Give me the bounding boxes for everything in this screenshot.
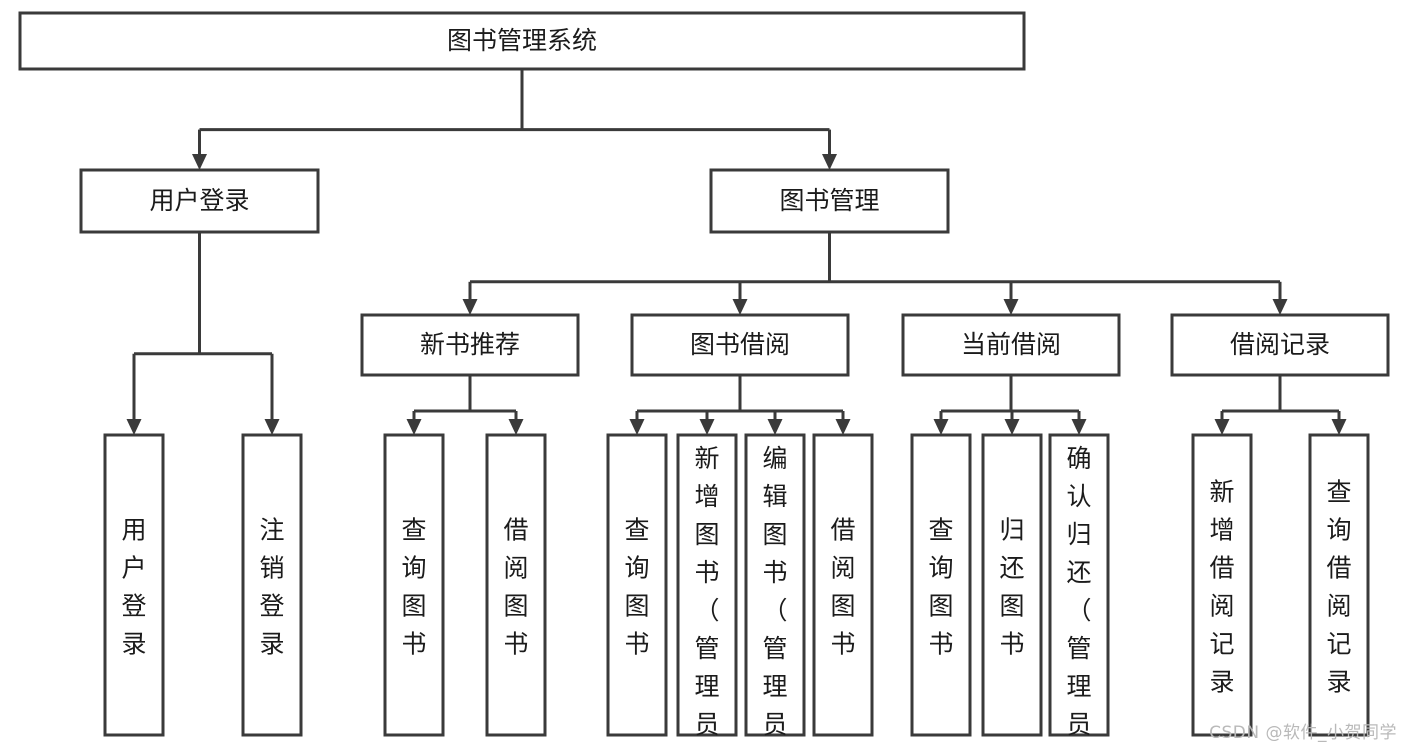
node-borrow-record[interactable]: 借阅记录 [1170,313,1390,377]
node-leaf-user-login[interactable]: 用户登录 [103,433,165,737]
node-label-leaf-borrow-book-2: 借阅图书 [830,516,855,659]
node-box-leaf-confirm-return [1048,433,1110,737]
node-box-leaf-return-book [981,433,1043,737]
node-box-root [18,11,1026,71]
node-leaf-borrow-book-1[interactable]: 借阅图书 [485,433,547,737]
node-label-book-borrow: 图书借阅 [690,330,790,359]
watermark: CSDN @软件_小贺同学 [1209,723,1397,743]
node-box-leaf-user-login [103,433,165,737]
node-label-root: 图书管理系统 [447,26,597,55]
node-box-leaf-logout [241,433,303,737]
node-leaf-query-record[interactable]: 查询借阅记录 [1308,433,1370,737]
node-leaf-add-book[interactable]: 新增图书（管理员） [676,433,738,747]
node-label-book-manage: 图书管理 [779,186,879,215]
edge-group-new-book-rec [406,375,524,435]
node-label-leaf-borrow-book-1: 借阅图书 [503,516,528,659]
node-leaf-return-book[interactable]: 归还图书 [981,433,1043,737]
edge-group-book-borrow [629,375,851,435]
node-box-leaf-query-record [1308,433,1370,737]
node-leaf-add-record[interactable]: 新增借阅记录 [1191,433,1253,737]
node-label-borrow-record: 借阅记录 [1230,330,1330,359]
node-leaf-edit-book[interactable]: 编辑图书（管理员） [744,433,806,747]
node-leaf-query-book-3[interactable]: 查询图书 [910,433,972,737]
node-label-leaf-confirm-return: 确认归还（管理员） [1066,444,1091,747]
node-leaf-logout[interactable]: 注销登录 [241,433,303,737]
node-box-leaf-query-book-3 [910,433,972,737]
node-label-leaf-add-record: 新增借阅记录 [1209,478,1234,697]
node-current-borrow[interactable]: 当前借阅 [901,313,1121,377]
edge-group-borrow-record [1214,375,1347,435]
node-label-leaf-add-book: 新增图书（管理员） [694,444,719,747]
node-box-leaf-edit-book [744,433,806,737]
node-box-leaf-borrow-book-2 [812,433,874,737]
edge-layer [126,69,1347,435]
node-leaf-borrow-book-2[interactable]: 借阅图书 [812,433,874,737]
node-label-leaf-user-login: 用户登录 [121,516,146,659]
edge-group-root [192,69,837,170]
node-root[interactable]: 图书管理系统 [18,11,1026,71]
node-box-leaf-borrow-book-1 [485,433,547,737]
node-box-user-login [79,168,320,234]
node-box-book-manage [709,168,950,234]
node-leaf-query-book-2[interactable]: 查询图书 [606,433,668,737]
node-user-login[interactable]: 用户登录 [79,168,320,234]
node-layer: 图书管理系统用户登录图书管理新书推荐图书借阅当前借阅借阅记录用户登录注销登录查询… [18,11,1390,747]
node-book-borrow[interactable]: 图书借阅 [630,313,850,377]
node-box-leaf-query-book-2 [606,433,668,737]
node-label-leaf-logout: 注销登录 [259,516,284,659]
node-new-book-rec[interactable]: 新书推荐 [360,313,580,377]
node-box-leaf-add-record [1191,433,1253,737]
edge-group-current-borrow [933,375,1087,435]
node-box-leaf-add-book [676,433,738,737]
edge-group-book-manage [462,232,1288,315]
node-leaf-confirm-return[interactable]: 确认归还（管理员） [1048,433,1110,747]
node-label-leaf-query-book-3: 查询图书 [928,516,953,659]
node-label-leaf-edit-book: 编辑图书（管理员） [762,444,787,747]
node-label-leaf-query-record: 查询借阅记录 [1326,478,1351,697]
node-book-manage[interactable]: 图书管理 [709,168,950,234]
node-leaf-query-book-1[interactable]: 查询图书 [383,433,445,737]
node-box-leaf-query-book-1 [383,433,445,737]
node-label-leaf-return-book: 归还图书 [999,516,1024,659]
node-label-new-book-rec: 新书推荐 [420,330,520,359]
node-box-book-borrow [630,313,850,377]
node-label-user-login: 用户登录 [149,186,249,215]
node-label-leaf-query-book-2: 查询图书 [624,516,649,659]
edge-group-user-login [126,232,280,435]
node-box-current-borrow [901,313,1121,377]
node-label-leaf-query-book-1: 查询图书 [401,516,426,659]
node-box-borrow-record [1170,313,1390,377]
node-box-new-book-rec [360,313,580,377]
node-label-current-borrow: 当前借阅 [961,330,1061,359]
